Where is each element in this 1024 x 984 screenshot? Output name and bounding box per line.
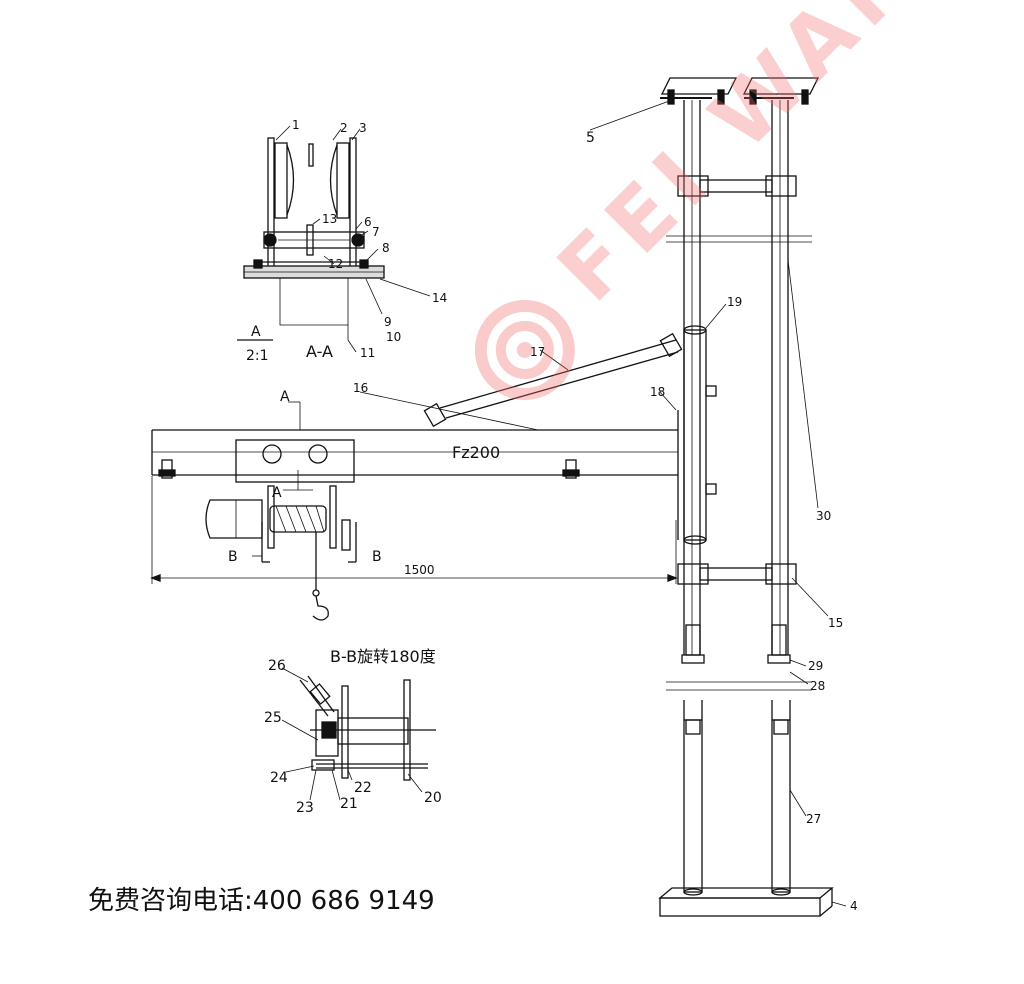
pivot-tube	[659, 303, 727, 545]
support-columns	[589, 77, 847, 917]
section-bb-title: B-B旋转180度	[330, 647, 436, 666]
callout-24: 24	[270, 770, 288, 786]
callout-21: 21	[340, 796, 358, 812]
callout-29: 29	[808, 659, 823, 673]
callout-16: 16	[353, 381, 368, 395]
callout-3: 3	[359, 121, 367, 135]
callout-19: 19	[727, 295, 742, 309]
main-beam: A Fz200 1500	[150, 389, 678, 584]
callout-7: 7	[372, 225, 380, 239]
beam-label: Fz200	[452, 443, 500, 462]
callout-25: 25	[264, 710, 282, 726]
callout-20: 20	[424, 790, 442, 806]
callout-17: 17	[530, 345, 545, 359]
callout-8: 8	[382, 241, 390, 255]
callout-6: 6	[364, 215, 372, 229]
callout-11: 11	[360, 346, 375, 360]
callout-2: 2	[340, 121, 348, 135]
callout-26: 26	[268, 658, 286, 674]
callout-1: 1	[292, 118, 300, 132]
callout-23: 23	[296, 800, 314, 816]
callout-4: 4	[850, 899, 858, 913]
dimension-1500: 1500	[404, 563, 435, 577]
section-aa-detail: A 2:1 A-A	[237, 125, 431, 364]
section-bb-marker-right: B	[372, 549, 382, 565]
hoist-section-marker: A	[272, 485, 282, 501]
section-aa-title: A-A	[306, 342, 333, 361]
callout-27: 27	[806, 812, 821, 826]
callout-10: 10	[386, 330, 401, 344]
callout-30: 30	[816, 509, 831, 523]
callout-5: 5	[586, 130, 595, 146]
callout-9: 9	[384, 315, 392, 329]
callouts-aa: 1 2 3 6 7 8 9 10 11 12 13 14	[292, 118, 447, 360]
section-aa-scale: 2:1	[246, 348, 269, 364]
diagonal-brace	[359, 332, 683, 431]
section-bb-marker-left: B	[228, 549, 238, 565]
beam-section-marker: A	[280, 389, 290, 405]
callout-15: 15	[828, 616, 843, 630]
hoist: A B B	[205, 439, 382, 621]
callout-13: 13	[322, 212, 337, 226]
callout-22: 22	[354, 780, 372, 796]
callout-28: 28	[810, 679, 825, 693]
callout-14: 14	[432, 291, 447, 305]
section-aa-marker: A	[251, 324, 261, 340]
section-bb-detail: B-B旋转180度	[281, 647, 436, 801]
callout-12: 12	[328, 257, 343, 271]
callout-18: 18	[650, 385, 665, 399]
contact-phone-text: 免费咨询电话:400 686 9149	[88, 886, 435, 916]
